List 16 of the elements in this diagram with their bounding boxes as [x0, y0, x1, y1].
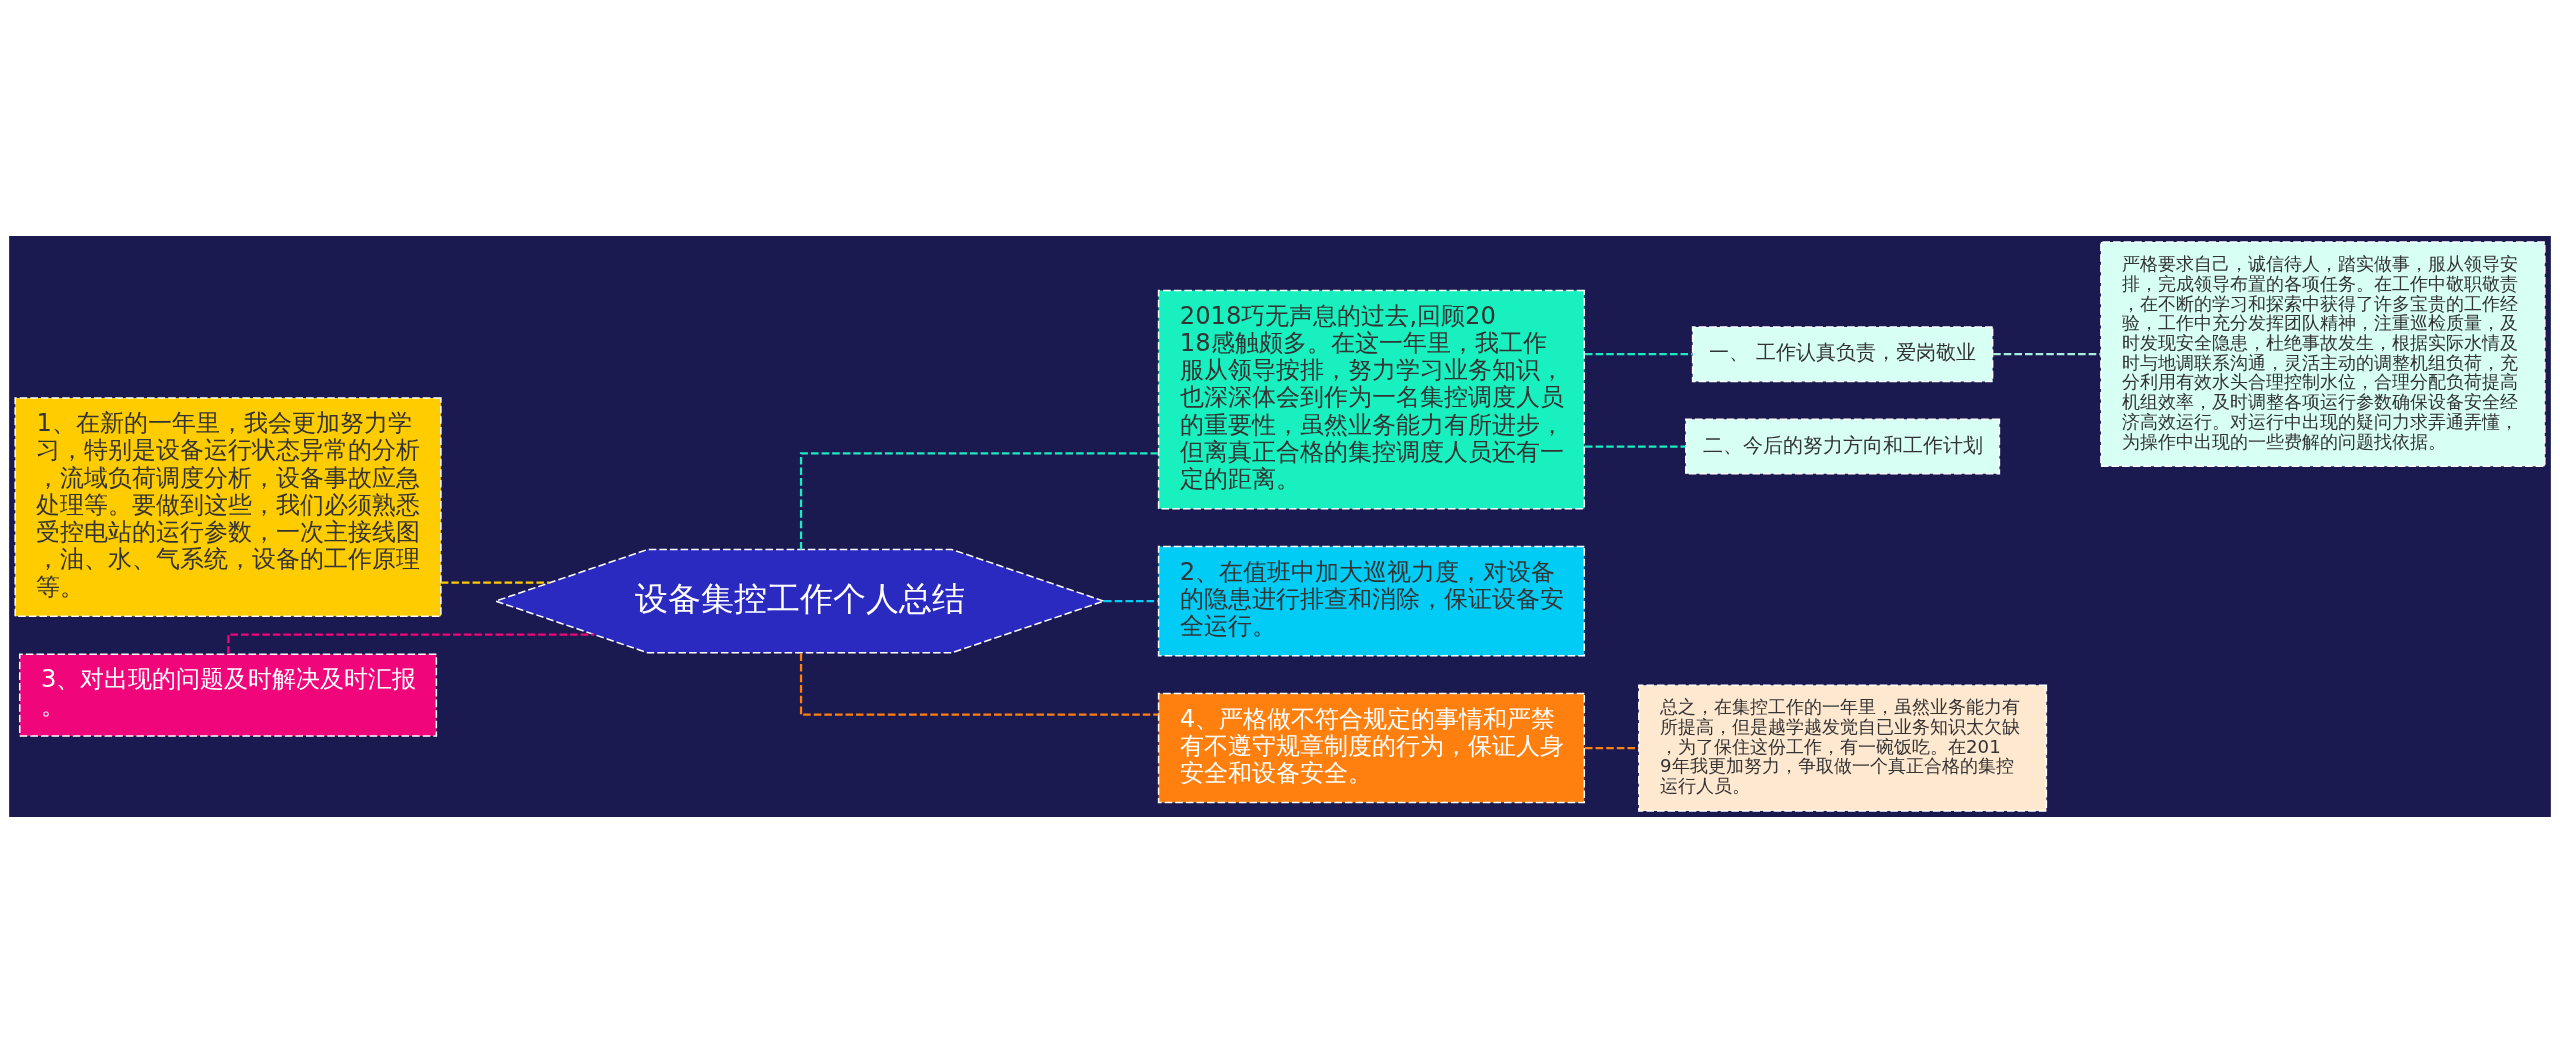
node-box: 严格要求自己，诚信待人，踏实做事，服从领导安排，完成领导布置的各项任务。在工作中敬职敬责，在不断的学习和探索中获得了许多宝贵的工作经验，工作中充分发挥团队精神，注重巡检质量，及时发现安全隐患，杜绝事故发生，根据实际水情及时与地调联系沟通，灵活主动的调整机组负荷，充分利用有效水头合理控制水位，合理分配负荷提高机组效率，及时调整各项运行参数确保设备安全经济高效运行。对运行中出现的疑问力求弄通弄懂，为操作中出现的一些费解的问题找依据。 — [2100, 241, 2546, 468]
node-box: 2、在值班中加大巡视力度，对设备的隐患进行排查和消除，保证设备安全运行。 — [1157, 545, 1586, 657]
connector — [799, 653, 1159, 716]
node-box: 2018巧无声息的过去,回顾2018感触颇多。在这一年里，我工作服从领导按排，努力学习业务知识，也深深体会到作为一名集控调度人员的重要性，虽然业务能力有所进步，但离真正合格的集控调度人员还有一定的距离。 — [1157, 289, 1586, 510]
connector — [1104, 599, 1159, 603]
connector — [1584, 353, 1693, 356]
connector — [1993, 353, 2101, 356]
connector — [440, 581, 550, 584]
node-box: 一、 工作认真负责，爱岗敬业 — [1691, 326, 1994, 383]
node-box: 4、严格做不符合规定的事情和严禁有不遵守规章制度的行为，保证人身安全和设备安全。 — [1157, 692, 1586, 804]
node-box: 二、今后的努力方向和工作计划 — [1685, 418, 2001, 475]
connector — [799, 452, 1159, 550]
node-box: 总之，在集控工作的一年里，虽然业务能力有所提高，但是越学越发觉自已业务知识太欠缺，为了保住这份工作，有一碗饭吃。在2019年我更加努力，争取做一个真正合格的集控运行人员。 — [1638, 684, 2048, 812]
connector — [1584, 445, 1686, 448]
node-box: 1、在新的一年里，我会更加努力学习，特别是设备运行状态异常的分析，流域负荷调度分析，设备事故应急处理等。要做到这些，我们必须熟悉受控电站的运行参数，一次主接线图，油、水、气系统，设备的工作原理等。 — [14, 397, 442, 617]
node-box: 3、对出现的问题及时解决及时汇报。 — [19, 653, 438, 737]
